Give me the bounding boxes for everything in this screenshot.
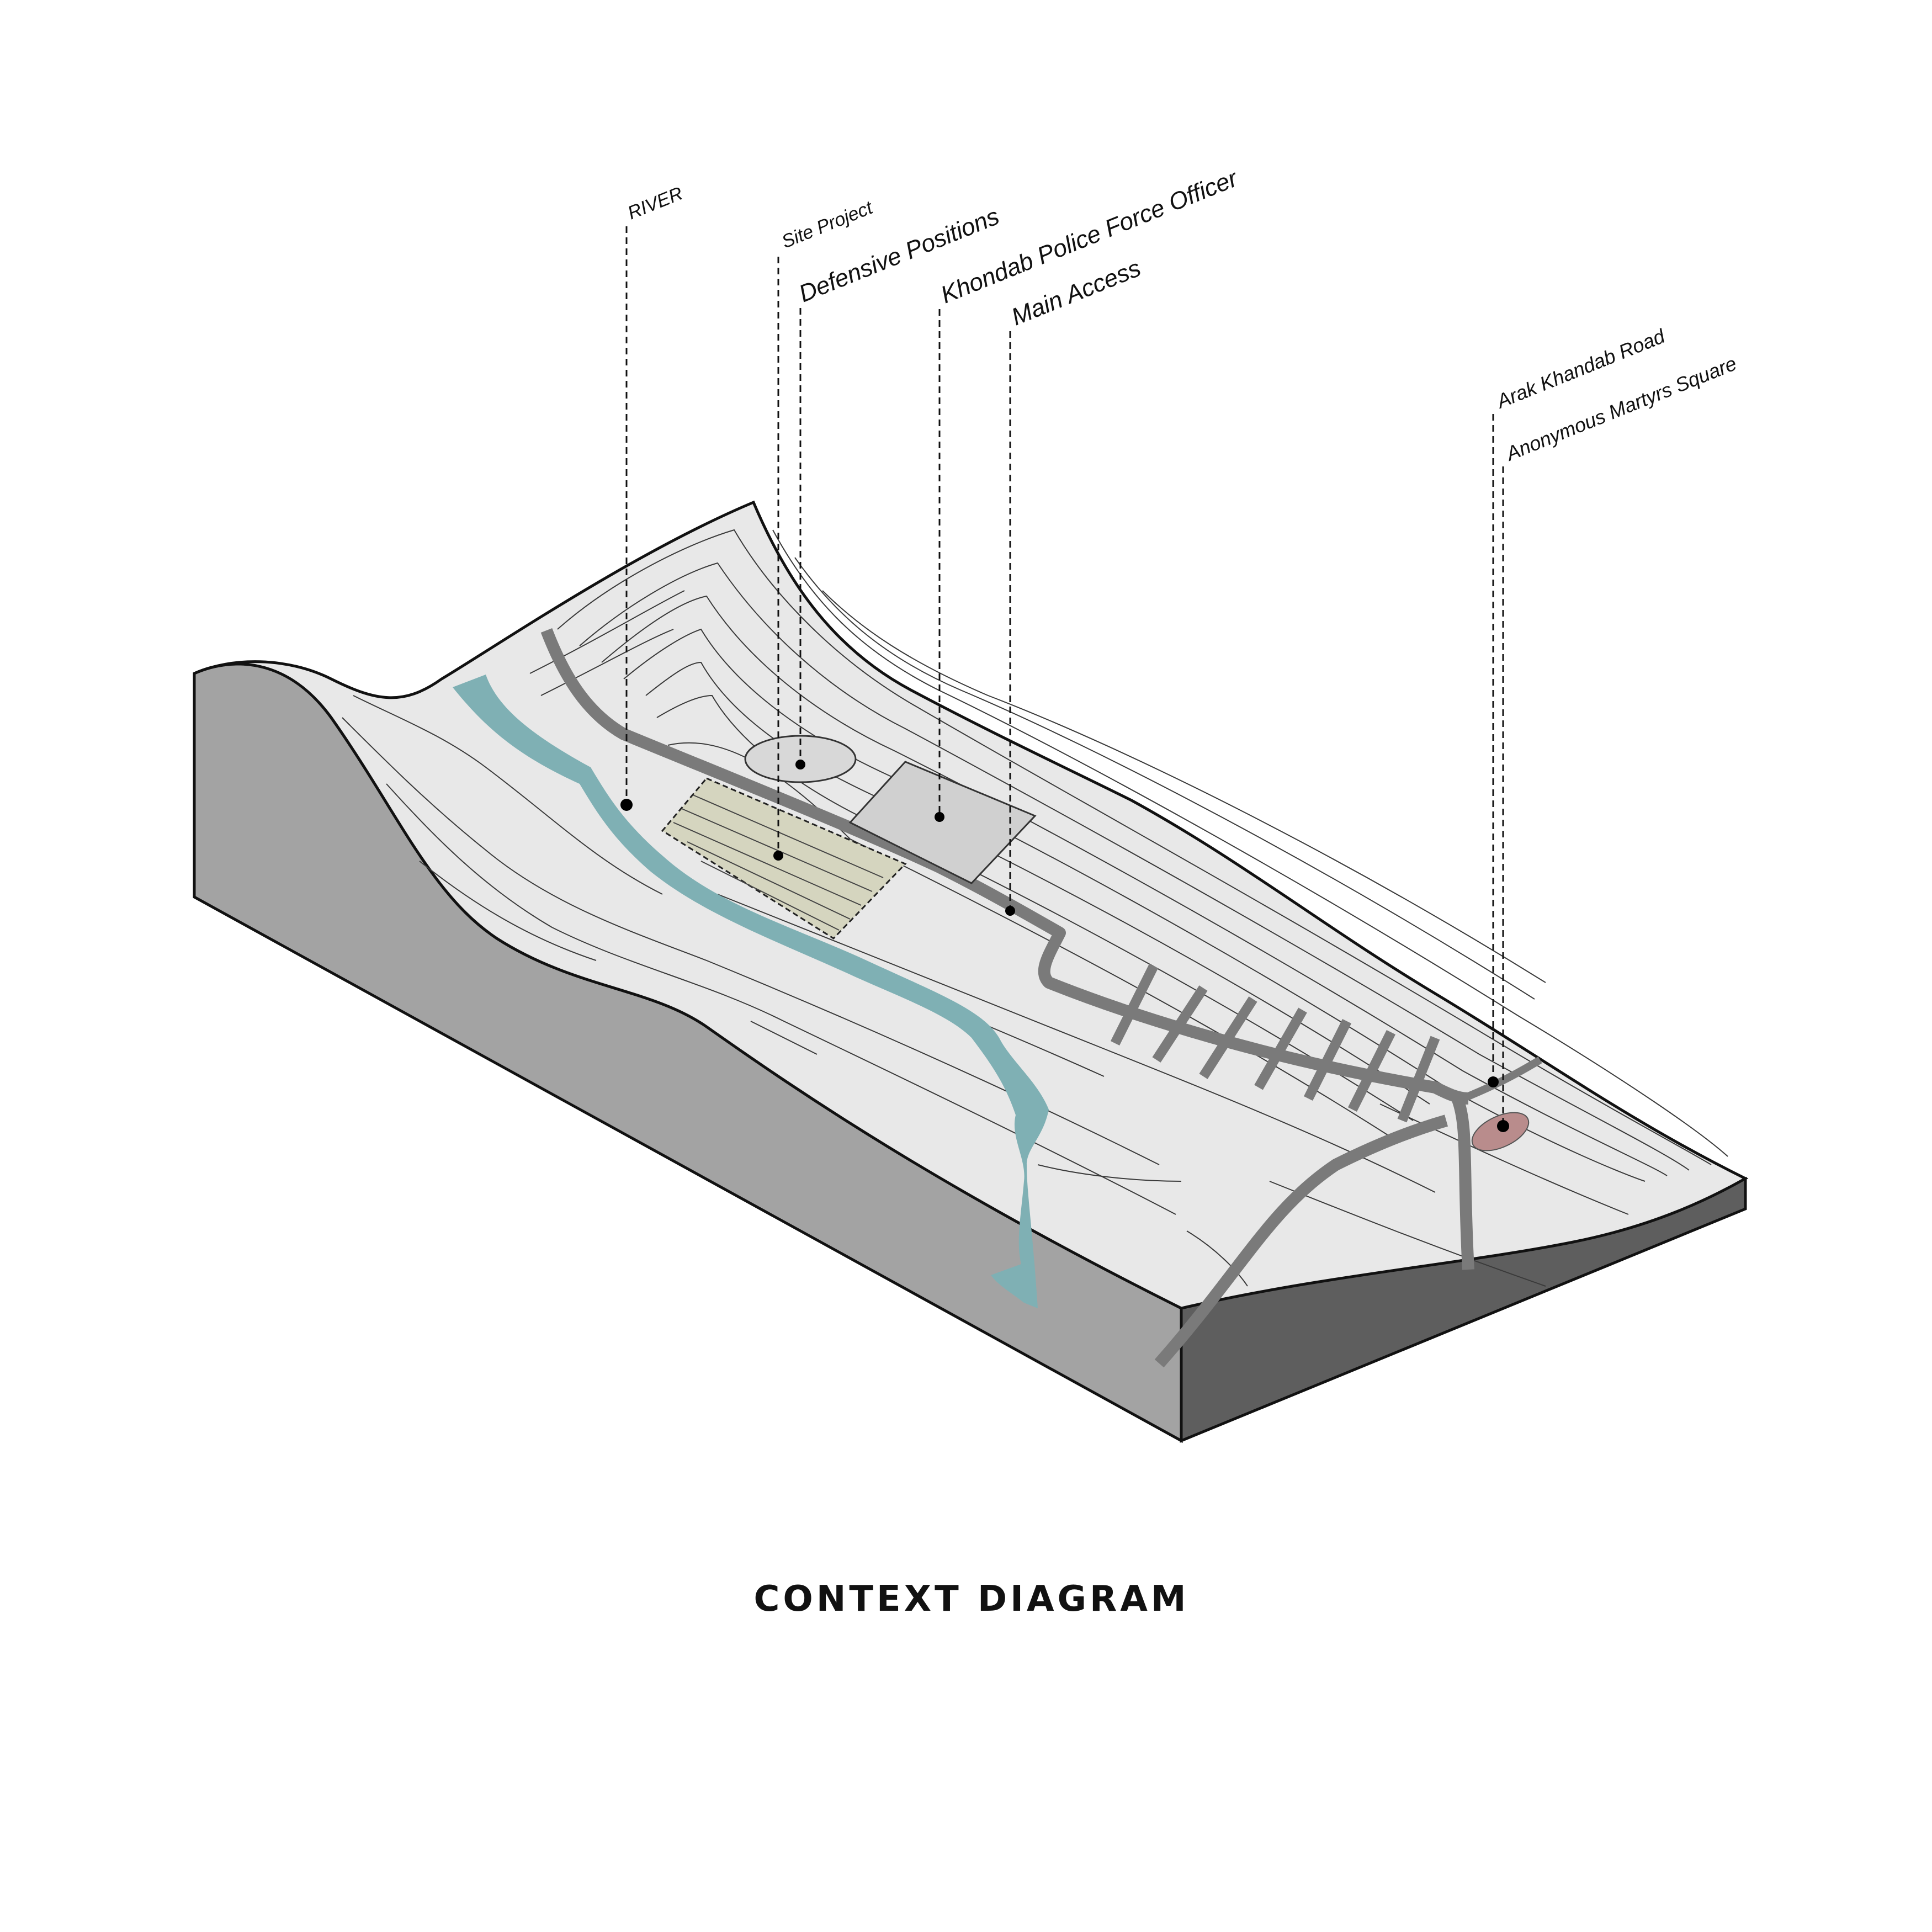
main-road — [540, 628, 1469, 1105]
leader-lines — [625, 226, 1504, 1126]
label-river: RIVER — [625, 183, 686, 224]
martyrs-square-area — [1471, 1112, 1530, 1151]
river — [453, 675, 1049, 1308]
south-road — [1154, 1114, 1448, 1368]
label-site-project: Site Project — [779, 197, 877, 252]
arak-khandab-road — [1451, 1096, 1474, 1270]
cross-streets — [1110, 963, 1440, 1123]
diagram-title: CONTEXT DIAGRAM — [753, 1579, 1189, 1620]
site-contours — [673, 794, 884, 931]
leader-dots — [620, 760, 1509, 1132]
label-martyrs-square: Anonymous Martyrs Square — [1502, 352, 1740, 465]
police-force-area — [848, 761, 1037, 884]
defensive-positions-area — [744, 735, 857, 783]
